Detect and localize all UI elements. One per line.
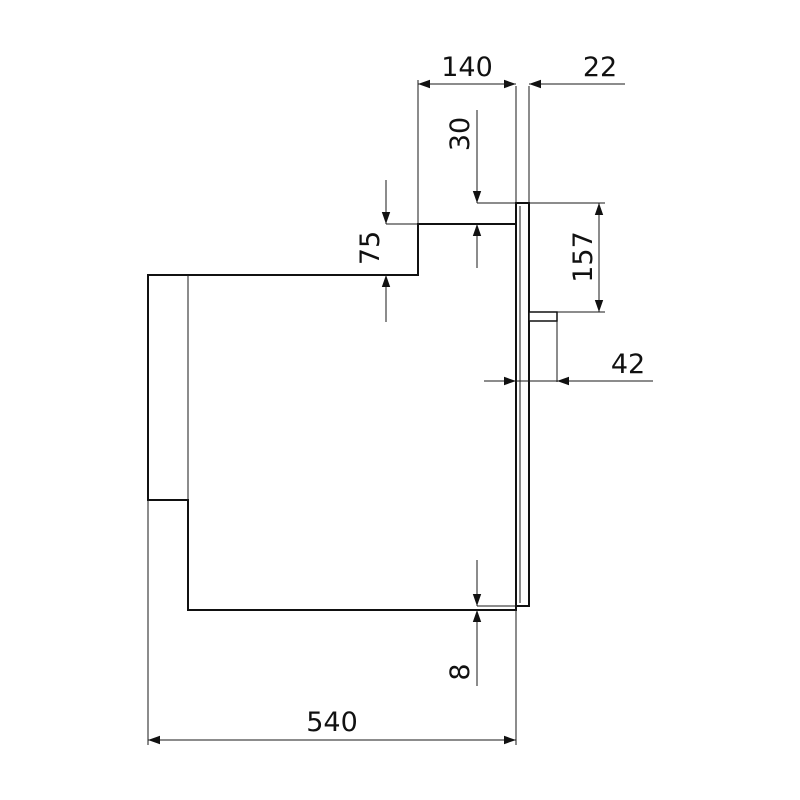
dimension-540: 540	[147, 500, 517, 745]
oven-body-outline	[147, 223, 517, 611]
dimension-140: 140	[417, 52, 516, 224]
dimension-140-label: 140	[441, 52, 493, 83]
dimension-30: 30	[445, 110, 516, 268]
dimension-22-label: 22	[583, 52, 617, 83]
dimension-540-label: 540	[306, 707, 358, 738]
dimension-30-label: 30	[445, 117, 476, 151]
dimension-157: 157	[529, 202, 605, 313]
dimension-8: 8	[445, 560, 516, 686]
dimension-75-label: 75	[355, 231, 386, 265]
dimension-42: 42	[484, 349, 653, 386]
dimension-8-label: 8	[445, 663, 476, 680]
dimension-22: 22	[490, 52, 625, 89]
dimension-157-label: 157	[568, 231, 599, 283]
dimension-75: 75	[355, 180, 418, 322]
oven-handle	[528, 311, 558, 382]
oven-door	[515, 86, 530, 607]
dimension-42-label: 42	[611, 349, 645, 380]
